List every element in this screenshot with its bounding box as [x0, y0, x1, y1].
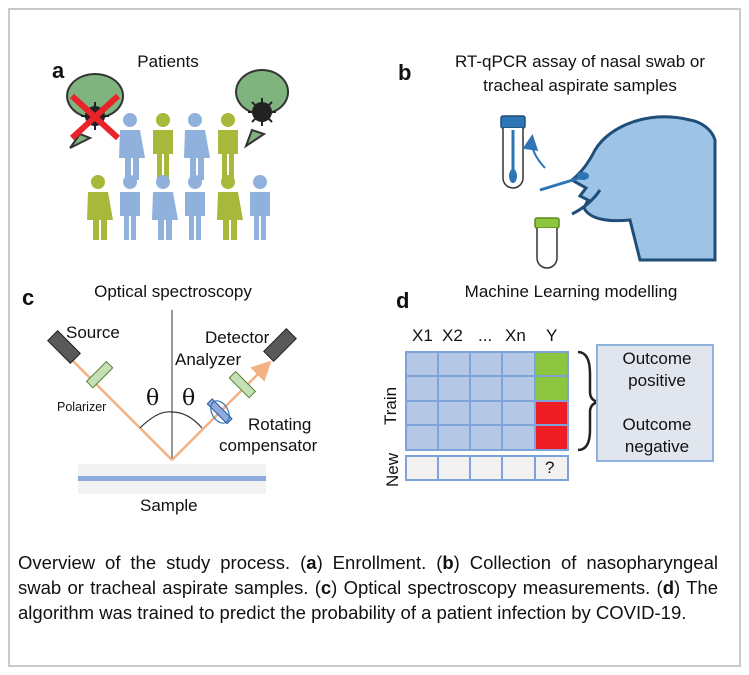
- caption-intro: Overview of the study process. (: [18, 552, 307, 573]
- patient-icon: [218, 113, 238, 180]
- column-x1: X1: [412, 326, 433, 345]
- test-tube-green: [534, 217, 560, 269]
- outcome-negative-line2: negative: [624, 437, 690, 456]
- caption-ref-c: c: [320, 577, 332, 598]
- caption-ref-a: a: [306, 552, 317, 573]
- column-y: Y: [546, 326, 558, 345]
- column-ellipsis: ...: [478, 326, 493, 345]
- train-label: Train: [381, 386, 401, 426]
- compensator-label: compensator: [219, 436, 318, 455]
- optics-setup: [47, 310, 297, 494]
- caption-ref-b: b: [442, 552, 454, 573]
- patient-icon: [87, 175, 113, 240]
- source-label: Source: [66, 323, 120, 342]
- panel-a-letter: a: [52, 58, 65, 83]
- caption-d-text: ) The algorithm was trained to predict t…: [18, 577, 719, 623]
- caption-c-text: ) Optical spectroscopy measurements. (: [331, 577, 663, 598]
- patient-icon: [217, 175, 243, 240]
- transfer-arrow: [522, 134, 546, 169]
- theta-left: θ: [146, 386, 160, 411]
- outcome-positive-line1: Outcome: [622, 349, 692, 368]
- patient-icon: [250, 175, 270, 240]
- panel-c-title: Optical spectroscopy: [94, 282, 252, 301]
- patient-icons-row2: [87, 175, 270, 240]
- panel-a-title: Patients: [137, 52, 199, 71]
- ml-grid: [405, 350, 599, 481]
- patient-icon: [184, 113, 210, 180]
- outcome-box: Outcome positive Outcome negative: [596, 344, 714, 462]
- analyzer-label: Analyzer: [175, 350, 242, 369]
- panel-b-letter: b: [398, 60, 412, 85]
- caption-ref-d: d: [662, 577, 675, 598]
- virus-crossed-bubble: [66, 73, 125, 149]
- panel-b-title-line1: RT-qPCR assay of nasal swab or: [454, 52, 706, 71]
- test-tube-blue: [500, 115, 526, 189]
- caption-a-text: ) Enrollment. (: [316, 552, 443, 573]
- panel-b-title-line2: tracheal aspirate samples: [483, 76, 677, 95]
- patient-icon: [120, 175, 140, 240]
- patient-icon: [185, 175, 205, 240]
- panel-d-letter: d: [396, 288, 410, 313]
- unknown-mark: ?: [545, 458, 555, 477]
- sample-label: Sample: [140, 496, 198, 515]
- outcome-positive-line2: positive: [628, 371, 686, 390]
- patient-icons-row1: [119, 113, 238, 180]
- polarizer-label: Polarizer: [57, 400, 107, 414]
- virus-bubble: [235, 69, 290, 149]
- caption-b-text: ) Collection of nasopharyngeal swab or t…: [18, 552, 718, 598]
- column-x2: X2: [442, 326, 463, 345]
- column-xn: Xn: [505, 326, 526, 345]
- detector-label: Detector: [205, 328, 270, 347]
- patient-icon: [119, 113, 145, 180]
- new-label: New: [383, 452, 403, 488]
- figure-caption: Overview of the study process. (a) Enrol…: [18, 550, 718, 625]
- patient-icon: [152, 175, 178, 240]
- patient-icon: [153, 113, 173, 180]
- rotating-label: Rotating: [248, 415, 312, 434]
- theta-right: θ: [182, 386, 196, 411]
- panel-d-title: Machine Learning modelling: [464, 282, 678, 301]
- head-silhouette: [539, 115, 717, 262]
- panel-c-letter: c: [22, 285, 35, 310]
- outcome-negative-line1: Outcome: [622, 415, 692, 434]
